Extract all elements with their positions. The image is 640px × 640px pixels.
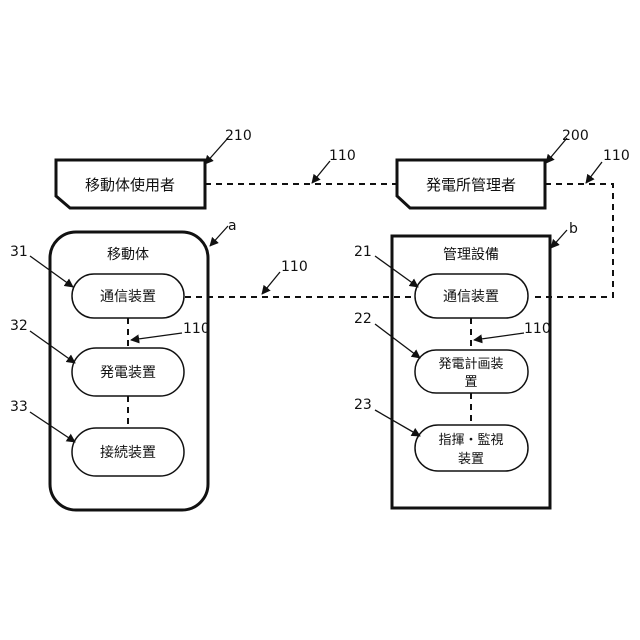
operator-box-label: 発電所管理者 xyxy=(426,176,516,194)
leader-arrow-mobile-110 xyxy=(131,333,182,340)
ref-a: a xyxy=(228,218,237,234)
mobile-gen-label: 発電装置 xyxy=(100,365,156,381)
mgmt-plan-label-line1: 発電計画装 xyxy=(438,356,503,372)
ref-mobile-internal-110: 110 xyxy=(183,321,210,337)
mgmt-comm-label: 通信装置 xyxy=(443,289,499,305)
leader-arrow-23 xyxy=(375,410,420,436)
user-box: 移動体使用者 xyxy=(56,160,205,208)
mgmt-command-label-line2: 装置 xyxy=(458,452,484,467)
mobile-conn-device: 接続装置 xyxy=(72,428,184,476)
leader-arrow-22 xyxy=(375,324,420,358)
mobile-comm-device: 通信装置 xyxy=(72,274,184,318)
ref-21: 21 xyxy=(354,244,372,260)
mgmt-command-label-line1: 指揮・監視 xyxy=(438,432,503,448)
ref-mgmt-internal-110: 110 xyxy=(524,321,551,337)
user-box-label: 移動体使用者 xyxy=(85,176,175,194)
mobile-body-title: 移動体 xyxy=(107,247,149,263)
leader-arrow-32 xyxy=(30,331,75,363)
leader-arrow-mgmt-110 xyxy=(474,333,524,340)
mobile-comm-label: 通信装置 xyxy=(100,289,156,305)
ref-23: 23 xyxy=(354,397,372,413)
ref-32: 32 xyxy=(10,318,28,334)
leader-arrow-right-110 xyxy=(586,162,602,183)
ref-top-110: 110 xyxy=(329,148,356,164)
ref-b: b xyxy=(569,221,578,237)
ref-33: 33 xyxy=(10,399,28,415)
leader-arrow-b xyxy=(551,230,567,248)
mgmt-plan-label-line2: 置 xyxy=(464,375,477,390)
ref-200: 200 xyxy=(562,128,589,144)
ref-210: 210 xyxy=(225,128,252,144)
ref-22: 22 xyxy=(354,311,372,327)
operator-box: 発電所管理者 xyxy=(397,160,545,208)
ref-31: 31 xyxy=(10,244,28,260)
leader-arrow-21 xyxy=(375,256,418,287)
mgmt-plan-device: 発電計画装 置 xyxy=(415,350,528,393)
mobile-conn-label: 接続装置 xyxy=(100,444,156,461)
mgmt-comm-device: 通信装置 xyxy=(415,274,528,318)
management-equipment-title: 管理設備 xyxy=(443,247,499,263)
leader-arrow-top-110 xyxy=(312,161,330,183)
ref-middle-110: 110 xyxy=(281,259,308,275)
leader-arrow-a xyxy=(210,226,228,246)
leader-arrow-middle-110 xyxy=(262,272,280,294)
mgmt-command-device: 指揮・監視 装置 xyxy=(415,425,528,471)
ref-right-110: 110 xyxy=(603,148,630,164)
leader-arrow-33 xyxy=(30,412,75,442)
mobile-gen-device: 発電装置 xyxy=(72,348,184,396)
